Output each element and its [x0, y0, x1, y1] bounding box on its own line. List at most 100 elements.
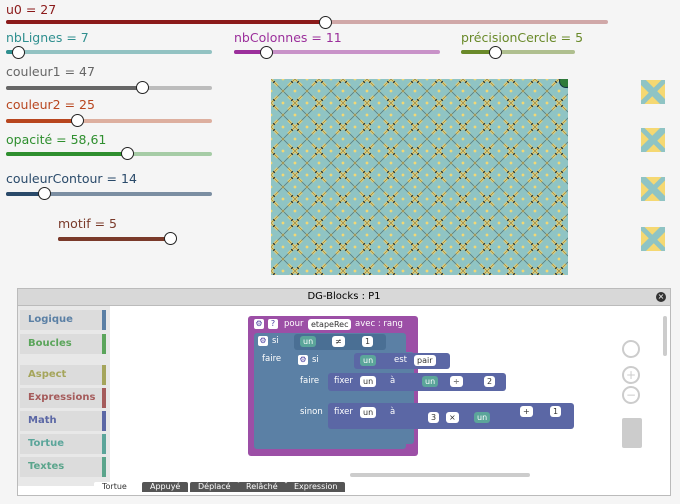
slider-couleurcontour[interactable]: couleurContour = 14: [6, 171, 216, 200]
operator-plus[interactable]: +: [520, 406, 533, 417]
motif-preview-1[interactable]: [638, 77, 668, 107]
close-icon[interactable]: ×: [656, 292, 666, 302]
slider-label: couleur1 = 47: [6, 64, 95, 79]
slider-track[interactable]: [234, 50, 440, 54]
slider-label: couleurContour = 14: [6, 171, 137, 186]
operator-div[interactable]: ÷: [450, 376, 463, 387]
blocks-workspace[interactable]: ⚙ ? pour etapeRec avec : rang ⚙ si un ≠ …: [110, 306, 668, 477]
recenter-icon[interactable]: [622, 340, 640, 358]
slider-knob[interactable]: [260, 46, 273, 59]
slider-precisioncercle[interactable]: précisionCercle = 5: [461, 30, 583, 59]
category-sidebar: Logique Boucles Aspect Expressions Math …: [18, 306, 110, 486]
tab-tortue[interactable]: Tortue: [94, 482, 135, 492]
slider-knob[interactable]: [38, 187, 51, 200]
scrollbar-horizontal[interactable]: [350, 473, 530, 477]
number-1[interactable]: 1: [550, 406, 562, 417]
slider-fill: [6, 86, 142, 90]
block-text-si: si: [312, 355, 319, 365]
motif-preview-4[interactable]: [638, 224, 668, 254]
pattern-canvas[interactable]: [271, 79, 568, 275]
parity-dropdown[interactable]: pair: [414, 355, 436, 366]
slider-fill: [6, 119, 78, 123]
block-text-faire: faire: [262, 354, 282, 364]
number-3[interactable]: 3: [428, 412, 440, 423]
block-text-a: à: [390, 407, 396, 417]
tab-appuye[interactable]: Appuyé: [142, 482, 189, 492]
slider-nblignes[interactable]: nbLignes = 7: [6, 30, 216, 59]
operator-neq[interactable]: ≠: [332, 336, 345, 347]
operator-mul[interactable]: ×: [446, 412, 459, 423]
gear-icon[interactable]: ⚙: [258, 336, 268, 346]
block-text-est: est: [394, 355, 407, 365]
slider-fill: [234, 50, 267, 54]
slider-fill: [6, 152, 128, 156]
motif-preview-2[interactable]: [638, 125, 668, 155]
slider-label: nbColonnes = 11: [234, 30, 342, 45]
category-textes[interactable]: Textes: [20, 457, 106, 477]
slider-track[interactable]: [6, 50, 212, 54]
procedure-name-field[interactable]: etapeRec: [308, 319, 352, 330]
gear-icon[interactable]: ⚙: [298, 355, 308, 365]
block-text-fixer: fixer: [334, 376, 353, 386]
tab-relache[interactable]: Relâché: [238, 482, 286, 492]
slider-label: opacité = 58,61: [6, 132, 107, 147]
var-un[interactable]: un: [360, 407, 377, 418]
zoom-in-icon[interactable]: +: [622, 366, 640, 384]
slider-knob[interactable]: [489, 46, 502, 59]
var-un[interactable]: un: [360, 355, 377, 366]
slider-nbcolonnes[interactable]: nbColonnes = 11: [234, 30, 444, 59]
slider-couleur2[interactable]: couleur2 = 25: [6, 97, 216, 127]
tab-expression[interactable]: Expression: [286, 482, 346, 492]
slider-fill: [6, 192, 45, 196]
help-icon[interactable]: ?: [268, 319, 278, 329]
slider-motif[interactable]: motif = 5: [58, 216, 182, 245]
slider-opacite[interactable]: opacité = 58,61: [6, 132, 216, 160]
var-un[interactable]: un: [474, 412, 491, 423]
slider-label: couleur2 = 25: [6, 97, 95, 112]
slider-knob[interactable]: [136, 81, 149, 94]
category-boucles[interactable]: Boucles: [20, 334, 106, 354]
slider-knob[interactable]: [12, 46, 25, 59]
number-2[interactable]: 2: [484, 376, 496, 387]
slider-label: nbLignes = 7: [6, 30, 89, 45]
slider-u0[interactable]: u0 = 27: [6, 2, 610, 29]
gear-icon[interactable]: ⚙: [254, 319, 264, 329]
category-expressions[interactable]: Expressions: [20, 388, 106, 408]
slider-knob[interactable]: [71, 114, 84, 127]
slider-knob[interactable]: [121, 147, 134, 160]
var-un[interactable]: un: [300, 336, 317, 347]
block-text-faire: faire: [300, 376, 320, 386]
var-un[interactable]: un: [422, 376, 439, 387]
zoom-out-icon[interactable]: −: [622, 386, 640, 404]
slider-knob[interactable]: [164, 232, 177, 245]
window-title: DG-Blocks : P1: [307, 291, 381, 302]
slider-label: u0 = 27: [6, 2, 57, 17]
truchet-pattern: [271, 79, 568, 275]
number-1[interactable]: 1: [362, 336, 374, 347]
block-text-pour: pour: [284, 319, 304, 329]
slider-track[interactable]: [461, 50, 575, 54]
scrollbar-vertical[interactable]: [663, 316, 667, 356]
category-aspect[interactable]: Aspect: [20, 365, 106, 385]
block-text-a: à: [390, 376, 396, 386]
slider-fill: [461, 50, 495, 54]
tab-deplace[interactable]: Déplacé: [190, 482, 239, 492]
window-titlebar[interactable]: DG-Blocks : P1: [18, 289, 670, 306]
motif-preview-3[interactable]: [638, 174, 668, 204]
var-un[interactable]: un: [360, 376, 377, 387]
slider-track[interactable]: [6, 119, 212, 123]
slider-label: motif = 5: [58, 216, 117, 231]
slider-knob[interactable]: [319, 16, 332, 29]
turtle-icon[interactable]: [559, 79, 568, 88]
block-text-avec: avec : rang: [355, 319, 403, 329]
dg-blocks-window[interactable]: DG-Blocks : P1 × Logique Boucles Aspect …: [17, 288, 671, 496]
category-logique[interactable]: Logique: [20, 310, 106, 330]
trash-icon[interactable]: [622, 418, 642, 448]
slider-track[interactable]: [6, 192, 212, 196]
category-tortue[interactable]: Tortue: [20, 434, 106, 454]
set-block-1[interactable]: [328, 373, 506, 391]
category-math[interactable]: Math: [20, 411, 106, 431]
slider-fill: [58, 237, 172, 241]
block-text-si: si: [272, 336, 279, 346]
slider-couleur1[interactable]: couleur1 = 47: [6, 64, 216, 94]
